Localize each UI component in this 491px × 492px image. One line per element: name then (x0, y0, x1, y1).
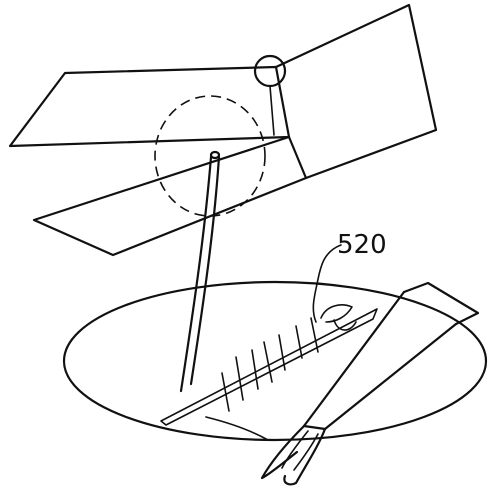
suture-stitches (221, 304, 357, 412)
reference-label-520: 520 (337, 230, 387, 260)
suture-tail (205, 416, 269, 441)
tissue-surface (62, 280, 488, 442)
instrument-shaft (179, 150, 221, 393)
detail-circle-dashed (154, 95, 266, 217)
lower-panel (32, 135, 308, 257)
hinge-line (269, 85, 275, 136)
upper-panel (8, 3, 438, 180)
needle (160, 308, 378, 426)
grasper-tool (260, 281, 480, 486)
leader-line-520 (312, 244, 342, 323)
hinge-circle (253, 54, 287, 88)
